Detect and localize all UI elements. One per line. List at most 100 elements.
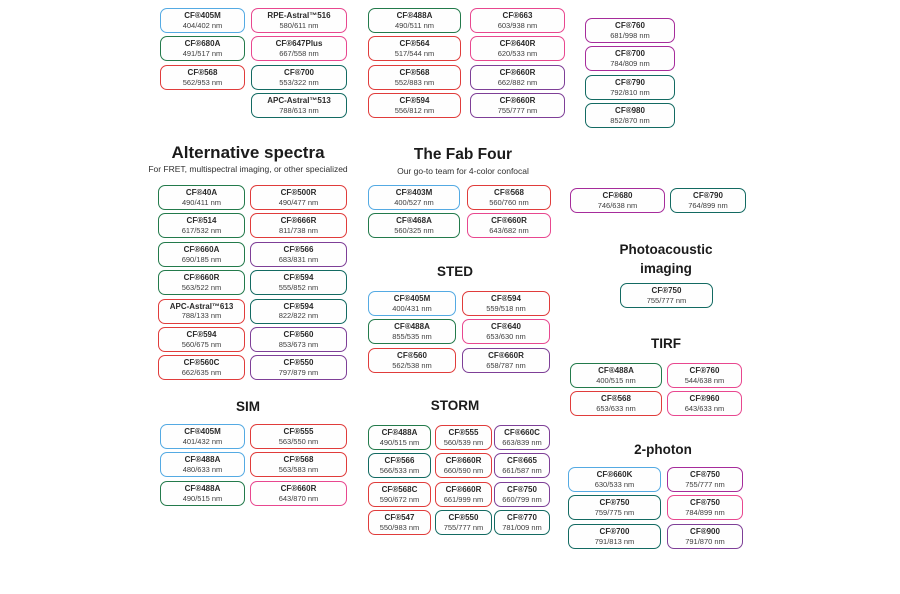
dye-excitation-emission: 792/810 nm — [610, 87, 650, 97]
dye-name: CF®663 — [502, 11, 533, 21]
dye-excitation-emission: 755/777 nm — [646, 295, 687, 305]
dye-name: CF®568 — [283, 455, 314, 465]
dye-excitation-emission: 746/638 nm — [597, 200, 638, 210]
dye-excitation-emission: 550/983 nm — [379, 522, 420, 532]
dye-excitation-emission: 822/822 nm — [278, 311, 319, 321]
dye-excitation-emission: 404/402 nm — [182, 20, 223, 30]
dye-name: CF®568C — [381, 484, 418, 494]
dye-name: CF®770 — [507, 513, 537, 523]
dye-excitation-emission: 563/550 nm — [278, 436, 319, 446]
dye-excitation-emission: 683/831 nm — [278, 254, 319, 264]
tirf-title: TIRF — [651, 336, 681, 351]
dye-name: CF®403M — [395, 188, 433, 198]
dye-name: CF®568 — [494, 188, 524, 198]
dye-excitation-emission: 480/633 nm — [182, 465, 223, 475]
dye-name: CF®40A — [185, 188, 218, 198]
dye-excitation-emission: 544/638 nm — [684, 375, 725, 385]
dye-excitation-emission: 667/558 nm — [279, 49, 319, 59]
dye-excitation-emission: 853/673 nm — [278, 339, 319, 349]
dye-name: CF®566 — [384, 456, 415, 466]
dye-excitation-emission: 658/787 nm — [486, 360, 526, 370]
dye-excitation-emission: 662/882 nm — [497, 77, 538, 87]
dye-name: CF®660C — [504, 428, 540, 438]
dye-name: CF®680 — [602, 191, 633, 201]
dye-excitation-emission: 552/883 nm — [394, 77, 435, 87]
dye-name: CF®647Plus — [275, 39, 323, 49]
dye-name: CF®660R — [499, 67, 536, 77]
dye-name: CF®660R — [445, 456, 482, 466]
dye-excitation-emission: 755/777 nm — [685, 479, 725, 489]
dye-name: CF®566 — [283, 244, 314, 254]
dye-excitation-emission: 797/879 nm — [278, 368, 319, 378]
two-photon-title: 2-photon — [634, 442, 692, 457]
dye-excitation-emission: 553/322 nm — [279, 77, 319, 87]
dye-name: CF®547 — [384, 513, 415, 523]
dye-excitation-emission: 811/738 nm — [278, 226, 319, 236]
dye-name: CF®468A — [396, 216, 432, 226]
dye-name: CF®660A — [183, 244, 220, 254]
dye-name: CF®405M — [184, 11, 221, 21]
dye-excitation-emission: 653/630 nm — [486, 332, 526, 342]
dye-name: CF®760 — [689, 366, 720, 376]
dye-excitation-emission: 560/539 nm — [443, 437, 484, 447]
dye-excitation-emission: 563/522 nm — [181, 282, 222, 292]
dye-excitation-emission: 490/515 nm — [379, 437, 420, 447]
dye-excitation-emission: 759/775 nm — [594, 508, 635, 518]
dye-excitation-emission: 560/760 nm — [489, 197, 529, 207]
alternative-spectra-title: Alternative spectra — [171, 143, 325, 162]
dye-name: CF®790 — [615, 77, 645, 87]
dye-name: CF®700 — [615, 49, 645, 59]
dye-excitation-emission: 517/544 nm — [394, 49, 435, 59]
dye-name: CF®555 — [448, 428, 479, 438]
dye-name: CF®960 — [689, 394, 720, 404]
dye-name: CF®594 — [399, 96, 430, 106]
dye-name: CF®405M — [184, 427, 221, 437]
dye-name: CF®564 — [399, 39, 430, 49]
dye-excitation-emission: 630/533 nm — [594, 479, 635, 489]
dye-excitation-emission: 563/583 nm — [278, 465, 319, 475]
dye-excitation-emission: 560/675 nm — [181, 339, 222, 349]
dye-excitation-emission: 791/813 nm — [594, 536, 635, 546]
dye-name: CF®640R — [499, 39, 536, 49]
dye-name: CF®568 — [187, 67, 218, 77]
dye-excitation-emission: 617/532 nm — [181, 226, 222, 236]
dye-name: CF®750 — [690, 498, 720, 508]
dye-excitation-emission: 555/852 nm — [278, 282, 319, 292]
dye-name: CF®750 — [599, 498, 630, 508]
dye-name: CF®900 — [690, 526, 720, 536]
dye-excitation-emission: 643/870 nm — [278, 493, 319, 503]
